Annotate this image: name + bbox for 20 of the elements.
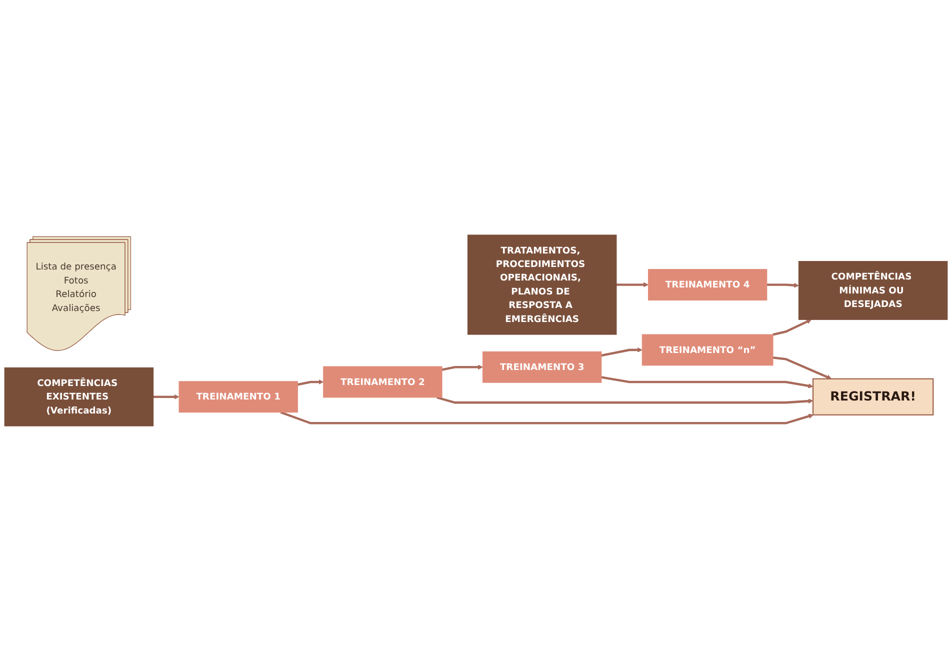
node-box: COMPETÊNCIAS MÍNIMAS OU DESEJADAS — [798, 261, 948, 320]
node-box: REGISTRAR! — [812, 378, 934, 416]
arrow — [772, 319, 812, 336]
arrow — [766, 282, 799, 288]
arrow — [297, 379, 324, 386]
node-box: TREINAMENTO “n” — [642, 334, 774, 366]
node-box: TREINAMENTO 4 — [648, 269, 768, 300]
node-box: TREINAMENTO 1 — [178, 381, 298, 413]
arrow — [436, 396, 814, 404]
arrow — [772, 356, 832, 380]
arrow — [153, 394, 180, 400]
arrow — [442, 364, 483, 371]
node-box: TREINAMENTO 2 — [323, 366, 442, 398]
node-box: TRATAMENTOS, PROCEDIMENTOS OPERACIONAIS, PLANOS DE RESPOSTA A EMERGÊNCIAS — [467, 234, 617, 335]
arrow — [601, 347, 642, 357]
node-box: COMPETÊNCIAS EXISTENTES (Verificadas) — [4, 367, 154, 426]
node-box: TREINAMENTO 3 — [482, 351, 602, 383]
arrow — [280, 411, 814, 424]
arrow — [616, 282, 648, 288]
arrow — [601, 376, 814, 388]
